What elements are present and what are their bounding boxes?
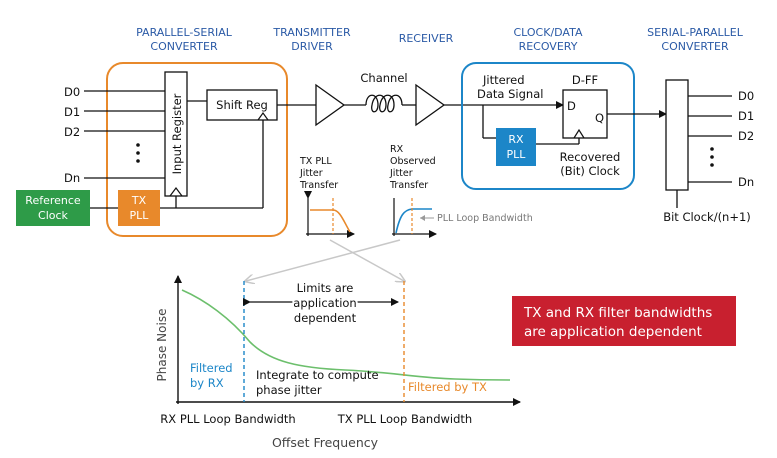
output-label-d0: D0: [738, 89, 754, 103]
output-label-d2: D2: [738, 129, 754, 143]
rx-transfer-label: Observed: [390, 156, 436, 167]
filtered-rx-label: Filtered: [190, 361, 233, 375]
plot-xlabel: Offset Frequency: [272, 435, 379, 450]
header-line: DRIVER: [291, 40, 333, 53]
limits-label: application: [293, 296, 356, 310]
pll-bandwidth-label: PLL Loop Bandwidth: [437, 213, 533, 224]
phase-noise-curve: [181, 289, 511, 381]
integrate-label: Integrate to compute: [256, 368, 379, 382]
header-serial-parallel: SERIAL-PARALLEL CONVERTER: [647, 26, 744, 53]
integrate-label: phase jitter: [256, 383, 322, 397]
rx-jitter-transfer: RX Observed Jitter Transfer PLL Loop Ban…: [389, 144, 533, 238]
filtered-tx-label: Filtered by TX: [408, 380, 487, 394]
dff-d-pin: D: [567, 99, 576, 113]
rx-pll-label: RX: [508, 133, 524, 146]
tx-pll-label: TX: [131, 194, 147, 207]
recovered-label: (Bit) Clock: [560, 164, 620, 178]
header-line: PARALLEL-SERIAL: [136, 26, 233, 39]
cdr-container: [461, 62, 635, 190]
tx-transfer-label: TX PLL: [299, 156, 332, 167]
input-label-d2: D2: [64, 125, 80, 139]
header-line: RECOVERY: [519, 40, 578, 53]
receiver-icon: [415, 83, 446, 127]
rx-pll-label: PLL: [507, 148, 527, 161]
parallel-serial-container: [106, 62, 288, 237]
header-tx-driver: TRANSMITTER DRIVER: [272, 26, 351, 53]
channel-coil-icon: [365, 94, 403, 113]
jittered-label: Jittered: [482, 73, 525, 87]
tick-rx-bandwidth: RX PLL Loop Bandwidth: [160, 412, 295, 426]
recovered-label: Recovered: [560, 150, 621, 164]
output-register-block: [665, 79, 689, 191]
tick-tx-bandwidth: TX PLL Loop Bandwidth: [337, 412, 472, 426]
bandwidth-note-text: are application dependent: [524, 324, 702, 340]
input-label-d1: D1: [64, 105, 80, 119]
input-register-clock-icon: [169, 187, 183, 197]
output-label-dn: Dn: [738, 175, 754, 189]
input-lines: D0 D1 D2 Dn: [64, 85, 165, 185]
rx-transfer-label: Transfer: [389, 180, 428, 191]
input-register-label: Input Register: [170, 93, 184, 174]
header-line: SERIAL-PARALLEL: [647, 26, 744, 39]
header-line: TRANSMITTER: [272, 26, 351, 39]
reference-clock-label: Clock: [38, 209, 69, 222]
tx-jitter-transfer: TX PLL Jitter Transfer: [299, 156, 355, 238]
header-line: CONVERTER: [661, 40, 729, 53]
dff-clock-icon: [573, 128, 585, 139]
transmitter-driver-icon: [315, 83, 346, 127]
bandwidth-note-box: [512, 296, 736, 346]
limits-label: dependent: [294, 311, 357, 325]
header-parallel-serial: PARALLEL-SERIAL CONVERTER: [136, 26, 233, 53]
bit-clock-label: Bit Clock/(n+1): [663, 210, 751, 224]
dff-block: [562, 89, 608, 139]
shift-reg-label: Shift Reg: [216, 98, 268, 112]
rx-pll-block: [496, 128, 536, 166]
phase-noise-plot: Phase Noise Limits are application depen…: [155, 275, 521, 450]
header-line: CLOCK/DATA: [513, 26, 582, 39]
channel-label: Channel: [360, 71, 407, 85]
filtered-rx-label: by RX: [190, 376, 224, 390]
rx-transfer-label: RX: [390, 144, 404, 155]
header-line: CONVERTER: [150, 40, 218, 53]
reference-clock-block: [16, 190, 90, 226]
output-lines: D0 D1 D2 Dn: [688, 89, 754, 189]
jittered-label: Data Signal: [477, 87, 543, 101]
dff-q-pin: Q: [595, 111, 604, 125]
tx-pll-block: [118, 190, 160, 226]
header-cdr: CLOCK/DATA RECOVERY: [513, 26, 582, 53]
rx-pointer-arrow: [246, 239, 401, 281]
output-label-d1: D1: [738, 109, 754, 123]
tx-transfer-label: Jitter: [299, 168, 323, 179]
header-receiver: RECEIVER: [399, 32, 454, 45]
dff-title: D-FF: [572, 73, 598, 87]
shift-reg-clock-icon: [257, 111, 269, 121]
tx-pointer-arrow: [329, 239, 404, 281]
reference-clock-label: Reference: [25, 194, 81, 207]
rx-transfer-label: Jitter: [389, 168, 413, 179]
bandwidth-note-text: TX and RX filter bandwidths: [523, 305, 712, 321]
tx-pll-label: PLL: [130, 209, 150, 222]
plot-ylabel: Phase Noise: [155, 309, 169, 382]
input-label-d0: D0: [64, 85, 80, 99]
tx-transfer-label: Transfer: [299, 180, 338, 191]
limits-label: Limits are: [297, 281, 354, 295]
input-label-dn: Dn: [64, 171, 80, 185]
